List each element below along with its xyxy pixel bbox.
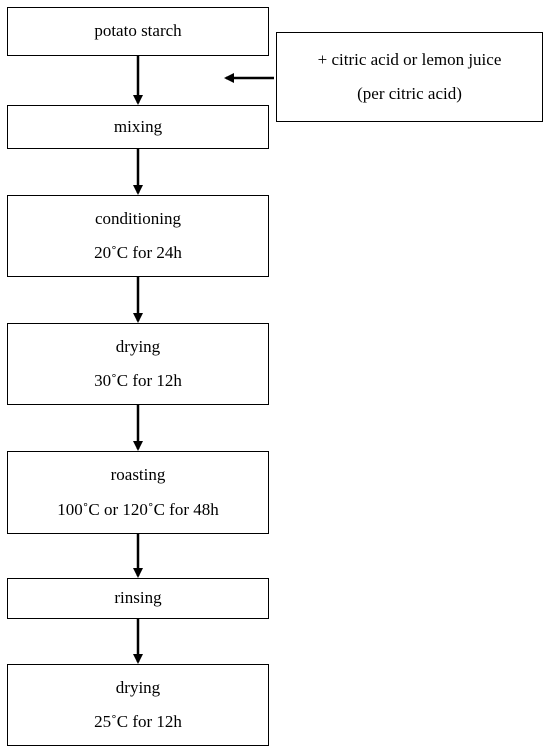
step-potato-starch: potato starch [7,7,269,56]
step-label: mixing [113,116,163,136]
step-label: rinsing [114,588,162,608]
step-label: conditioning [95,208,181,228]
step-conditioning: conditioning 20˚C for 24h [7,195,269,277]
step-label: drying [115,336,161,356]
side-input-citric-acid: + citric acid or lemon juice (per citric… [276,32,543,122]
side-input-note: (per citric acid) [357,84,462,103]
step-mixing: mixing [7,105,269,149]
step-condition: 100˚C or 120˚C for 48h [57,499,219,519]
step-label: drying [115,677,161,697]
step-condition: 25˚C for 12h [94,712,182,731]
step-rinsing: rinsing [7,578,269,619]
step-condition: 20˚C for 24h [94,243,182,262]
step-drying-final: drying 25˚C for 12h [7,664,269,746]
step-condition: 30˚C for 12h [94,371,182,390]
step-drying-first: drying 30˚C for 12h [7,323,269,405]
step-roasting: roasting 100˚C or 120˚C for 48h [7,451,269,534]
step-label: potato starch [94,21,182,41]
side-input-label: + citric acid or lemon juice [317,49,502,69]
step-label: roasting [110,465,166,485]
